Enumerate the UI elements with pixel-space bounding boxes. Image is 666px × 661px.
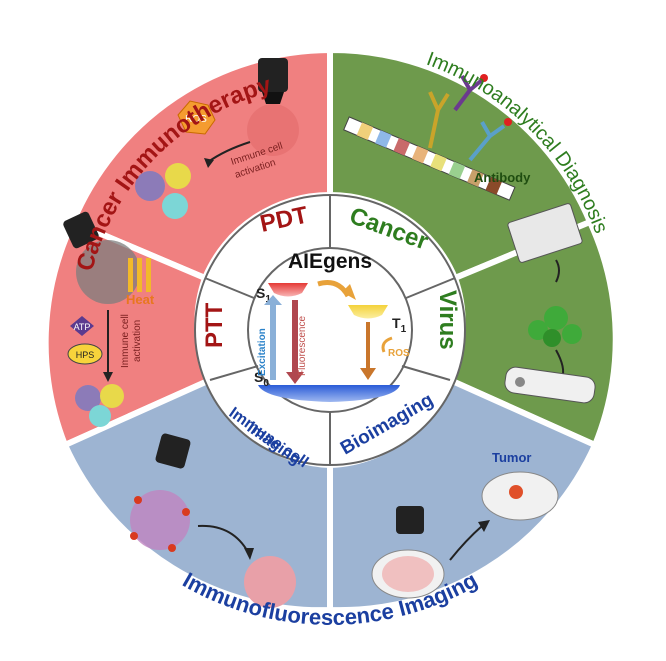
light-beam xyxy=(247,104,299,156)
immune-cell-icon xyxy=(75,385,101,411)
hps-badge-icon xyxy=(67,343,103,365)
antibody-icon xyxy=(453,75,484,112)
ros-badge-icon xyxy=(177,100,216,135)
ros-text: ROS xyxy=(388,348,410,359)
fluorescence-text: Fluorescence xyxy=(297,316,308,376)
atp-badge-icon xyxy=(70,316,94,336)
t1-symbol: T1 xyxy=(392,315,407,335)
divider xyxy=(401,365,451,381)
divider xyxy=(209,365,259,381)
t1-level xyxy=(348,305,388,319)
tumor-text: Tumor xyxy=(492,450,531,465)
light-device-icon xyxy=(396,506,424,534)
light-device-icon xyxy=(258,58,288,92)
isc-arrowhead xyxy=(342,284,356,300)
antibody-icon xyxy=(468,121,506,162)
aiegens-title: AIEgens xyxy=(288,250,372,273)
virus-icon xyxy=(562,324,582,344)
immune-cell-icon xyxy=(100,384,124,408)
ptt-activation-line1: Immune cell xyxy=(120,314,131,368)
excitation-text: Excitation xyxy=(257,328,268,376)
ptt-activation-line2: activation xyxy=(132,320,143,362)
fluorescence-arrow xyxy=(286,300,304,384)
light-device-icon xyxy=(63,211,99,249)
imaging-arrow xyxy=(197,524,249,553)
s1-symbol: S1 xyxy=(256,285,271,305)
stained-cell-icon xyxy=(130,490,190,550)
immune-cell-icon xyxy=(162,193,188,219)
s0-level xyxy=(258,385,400,402)
s0-symbol: S0 xyxy=(254,369,269,389)
virus-detection-illustration xyxy=(504,203,596,404)
immune-cell-icon xyxy=(89,405,111,427)
immune-imaging-illustration xyxy=(130,433,296,608)
ptt-illustration: Heat ATP HPS Immune cell activation xyxy=(63,211,155,427)
antibody-strip-illustration: Antibody xyxy=(343,74,531,201)
divider xyxy=(204,277,255,299)
test-kit-icon xyxy=(504,366,596,404)
well-plate-icon xyxy=(507,203,583,263)
ptt-label: PTT xyxy=(201,302,228,348)
virus-icon xyxy=(543,329,561,347)
virus-icon xyxy=(528,320,548,340)
ros-arrow xyxy=(381,336,393,353)
immune-cell-icon xyxy=(165,163,191,189)
tumor-spot-icon xyxy=(509,485,523,499)
divider xyxy=(405,277,456,299)
hps-text: HPS xyxy=(76,350,95,360)
imaging-arrow xyxy=(449,525,483,561)
imaged-cell-icon xyxy=(244,556,296,608)
tumor-cell-icon xyxy=(76,240,140,304)
pdt-illustration: ROS Immune cell activation xyxy=(135,58,299,219)
antibody-icon xyxy=(428,91,450,149)
phosphorescence-arrow xyxy=(360,322,376,380)
immune-cell-icon xyxy=(135,171,165,201)
heat-icon xyxy=(128,258,133,292)
virus-label: Virus xyxy=(434,290,461,350)
excitation-arrow xyxy=(264,295,282,380)
s1-level xyxy=(268,283,308,297)
ros-badge-text: ROS xyxy=(185,114,207,125)
heat-text: Heat xyxy=(126,292,155,307)
antibody-text: Antibody xyxy=(474,170,531,185)
atp-text: ATP xyxy=(74,322,91,332)
bioimaging-illustration: Tumor xyxy=(371,450,559,599)
virus-icon xyxy=(544,306,568,330)
light-device-icon xyxy=(155,433,191,469)
